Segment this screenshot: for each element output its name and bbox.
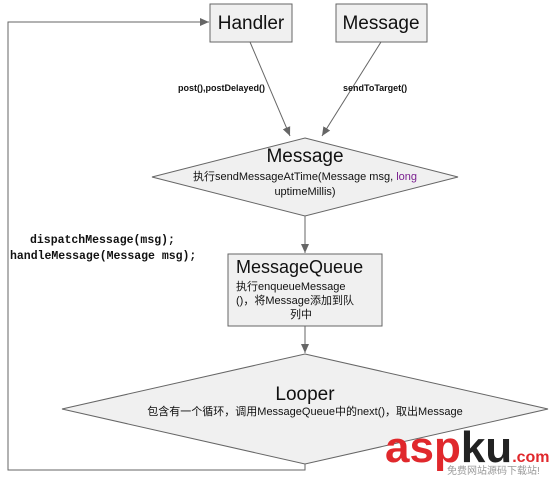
edge-message-to-message bbox=[321, 41, 382, 137]
message-source-node: Message bbox=[335, 3, 428, 43]
message-decision-desc: 执行sendMessageAtTime(Message msg, long bbox=[193, 169, 417, 183]
message-queue-desc-line2: ()，将Message添加到队 bbox=[236, 293, 354, 307]
edge-label-send-to-target: sendToTarget() bbox=[343, 83, 407, 93]
edge-label-post: post(),postDelayed() bbox=[178, 83, 265, 93]
message-decision-desc-keyword: long bbox=[396, 171, 417, 183]
handler-node: Handler bbox=[209, 3, 293, 43]
watermark-text: aspku.com bbox=[385, 423, 550, 472]
message-queue-node: MessageQueue 执行enqueueMessage ()，将Messag… bbox=[227, 253, 383, 327]
loop-label-dispatch: dispatchMessage(msg); bbox=[30, 234, 175, 247]
message-decision-desc-line2: uptimeMillis) bbox=[274, 186, 335, 198]
message-queue-title: MessageQueue bbox=[236, 257, 363, 277]
message-decision-node: Message 执行sendMessageAtTime(Message msg,… bbox=[151, 137, 459, 217]
message-queue-desc-line3: 列中 bbox=[290, 307, 312, 321]
loop-label-handle: handleMessage(Message msg); bbox=[10, 250, 196, 263]
message-decision-desc-prefix: 执行sendMessageAtTime(Message msg, bbox=[193, 169, 396, 183]
edge-handler-to-message bbox=[249, 41, 291, 137]
handler-label: Handler bbox=[218, 13, 285, 34]
message-queue-desc-line1: 执行enqueueMessage bbox=[236, 279, 345, 293]
looper-desc: 包含有一个循环，调用MessageQueue中的next()，取出Message bbox=[147, 404, 462, 418]
message-decision-title: Message bbox=[266, 146, 343, 167]
edge-looper-to-handler bbox=[7, 18, 306, 471]
watermark-logo: aspku.com 免费网站源码下载站! bbox=[385, 423, 550, 477]
message-source-label: Message bbox=[342, 13, 419, 34]
looper-title: Looper bbox=[275, 384, 335, 405]
watermark-subtitle: 免费网站源码下载站! bbox=[447, 464, 540, 477]
